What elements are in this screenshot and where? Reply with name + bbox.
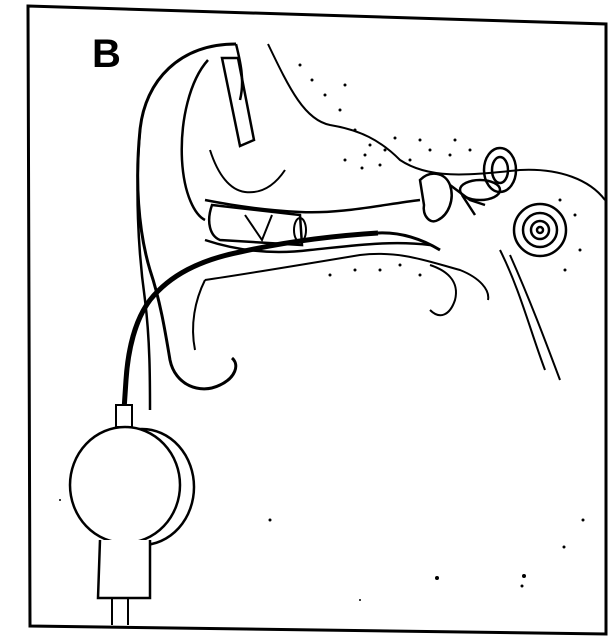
electrode-lead [378, 233, 440, 250]
processor-cable [98, 540, 150, 598]
cochlea [514, 204, 566, 256]
ear-canal-upper-wall [205, 200, 420, 212]
processor-body [70, 427, 180, 543]
auditory-nerve [500, 250, 560, 380]
pinna-inner-fold [182, 44, 242, 220]
helix-strip [222, 58, 254, 146]
processor-cord [112, 598, 128, 625]
temporal-bone-outline [268, 44, 605, 200]
connector [116, 405, 132, 427]
jaw-outline [193, 280, 205, 350]
behind-ear-wire [138, 130, 150, 410]
panel-label: B [92, 34, 121, 74]
mastoid-outline [205, 254, 488, 300]
earmold-vent [245, 215, 272, 240]
lower-tissue [430, 265, 456, 315]
outer-ear-pinna [138, 44, 236, 389]
antihelix [210, 150, 285, 192]
